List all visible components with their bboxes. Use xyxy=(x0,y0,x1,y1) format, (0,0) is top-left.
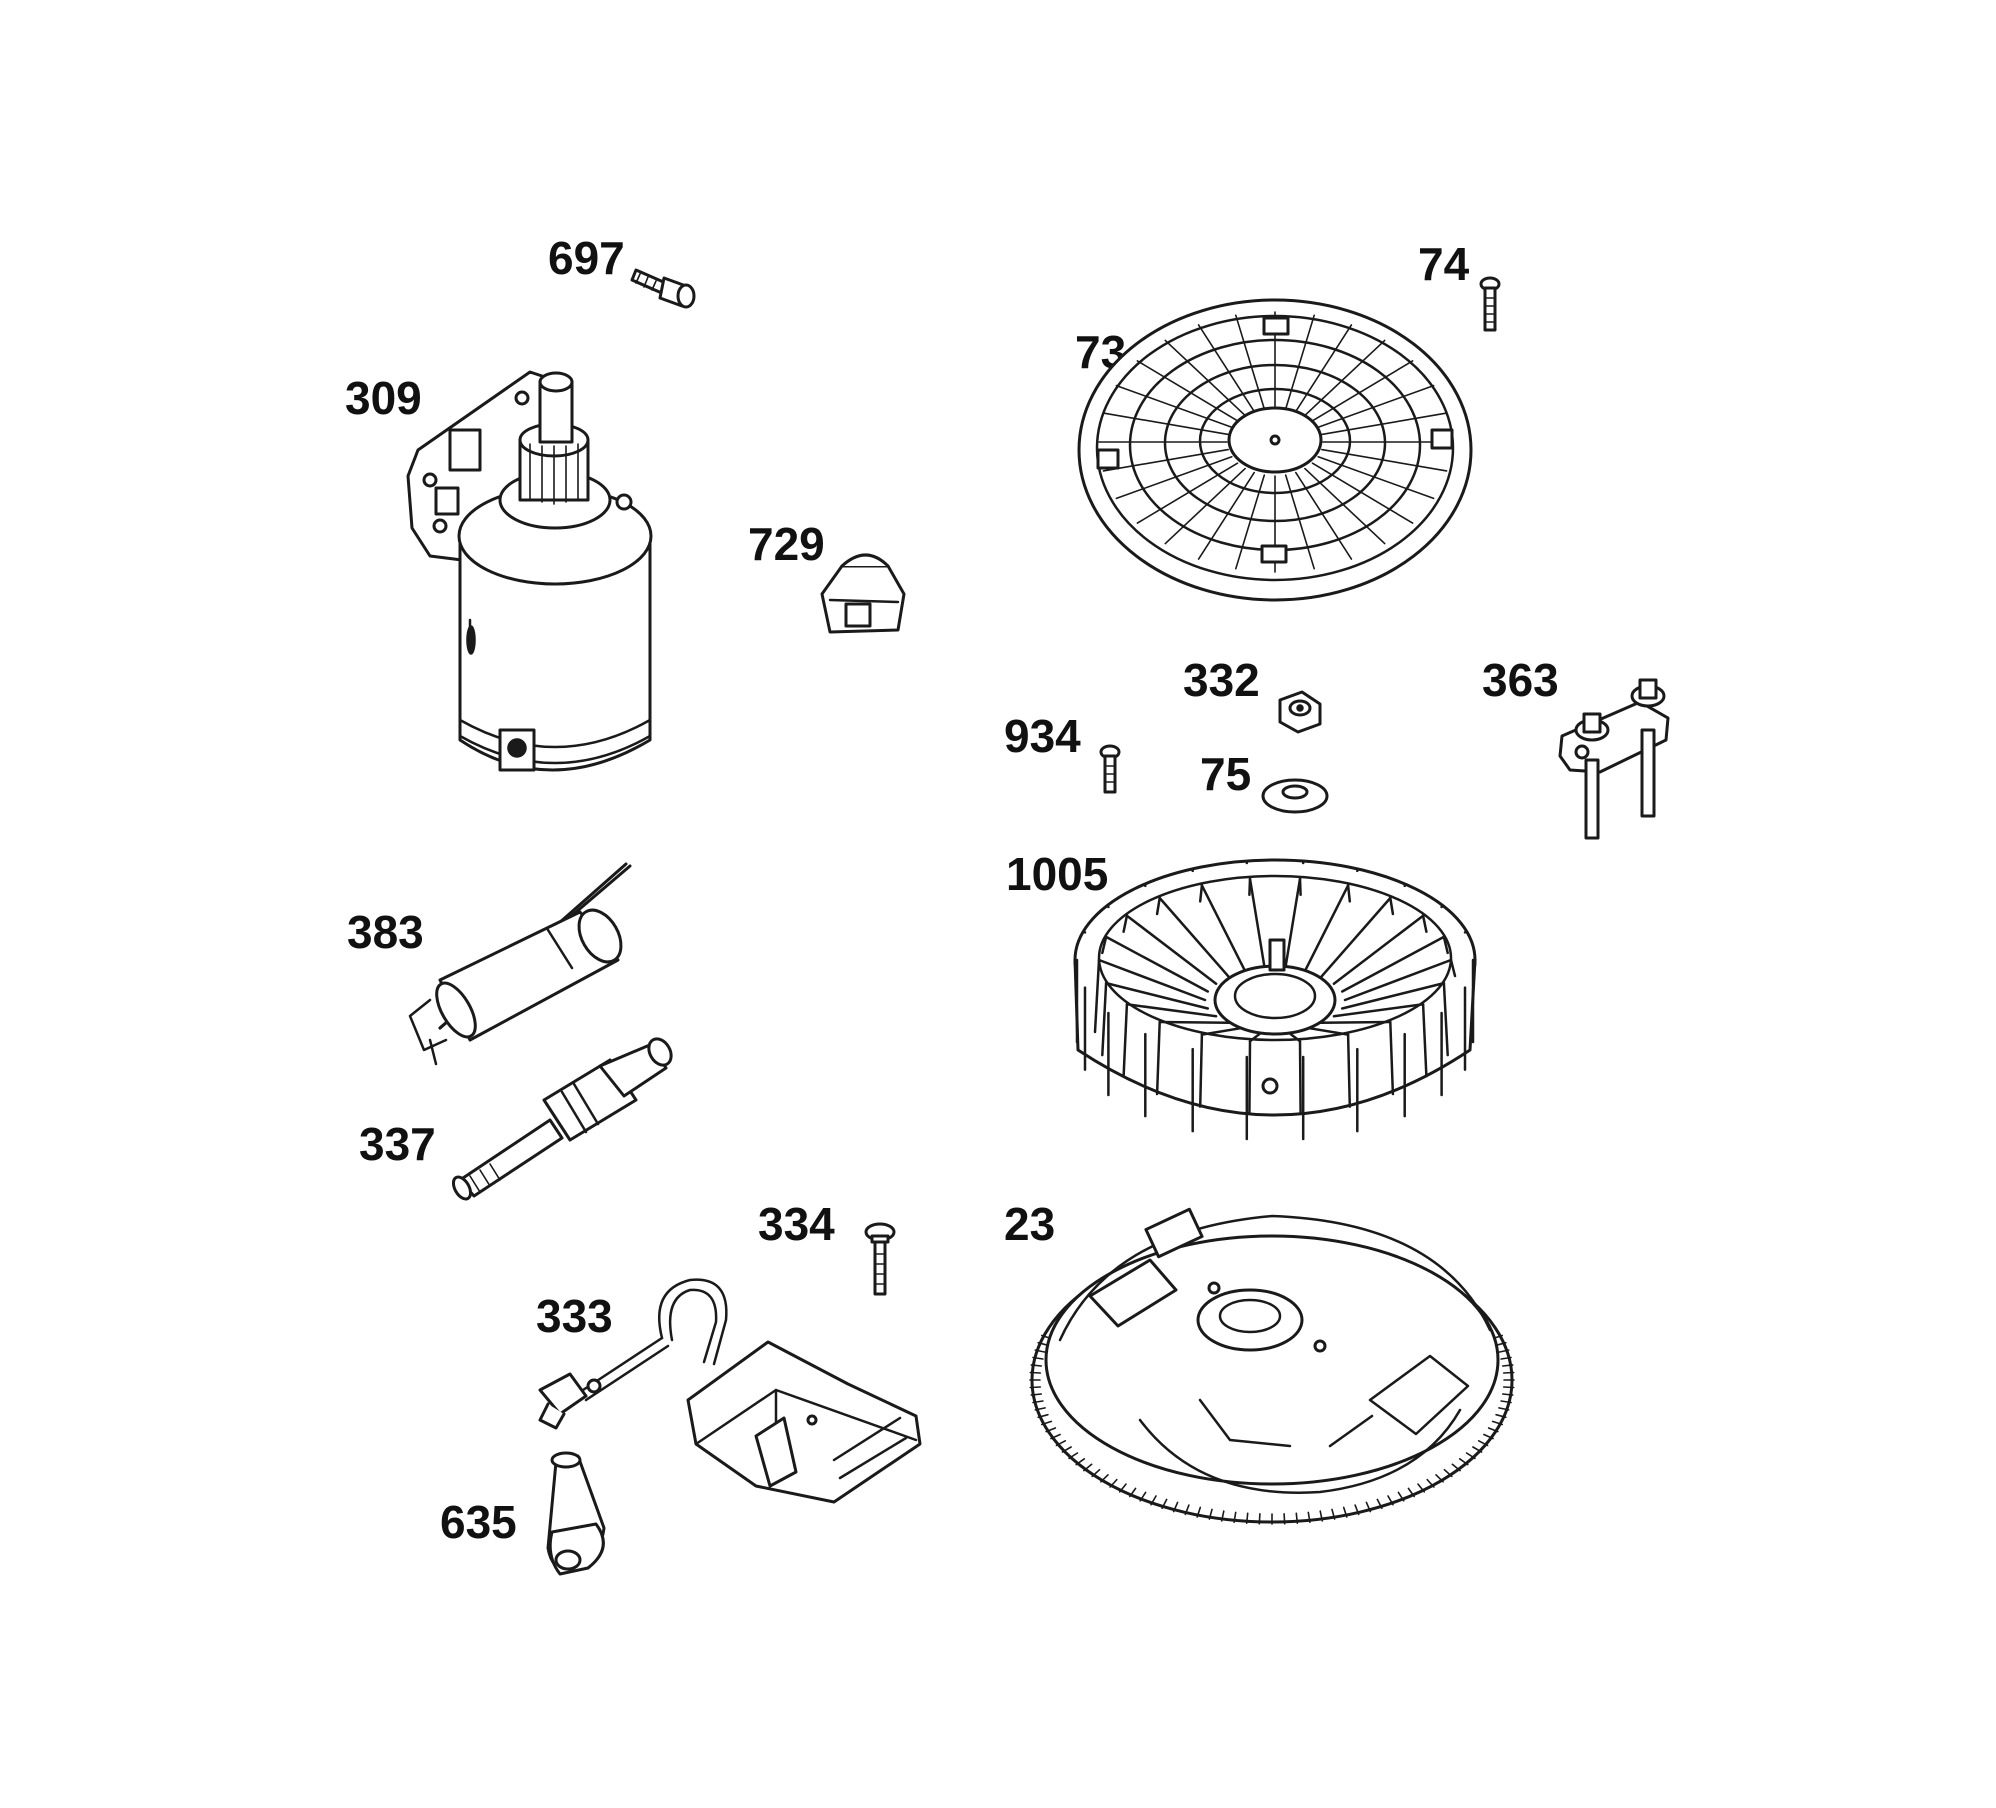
tool-383 xyxy=(408,862,632,1066)
callout-729: 729 xyxy=(748,518,825,570)
callout-934: 934 xyxy=(1004,710,1081,762)
callout-635: 635 xyxy=(440,1496,517,1548)
grille-screen-73 xyxy=(1077,298,1473,602)
callout-332: 332 xyxy=(1183,654,1260,706)
callout-697: 697 xyxy=(548,232,625,284)
flywheel-ring-gear-23 xyxy=(1029,1207,1515,1525)
pin-934 xyxy=(1099,744,1121,794)
bolt-697 xyxy=(630,268,696,309)
callout-383: 383 xyxy=(347,906,424,958)
callout-309: 309 xyxy=(345,372,422,424)
screw-334 xyxy=(864,1222,896,1296)
ignition-coil-333 xyxy=(538,1278,922,1504)
starter-motor-309 xyxy=(406,370,653,772)
spark-plug-boot-635 xyxy=(546,1451,606,1576)
bracket-with-studs-363 xyxy=(1558,678,1670,840)
spark-plug-337 xyxy=(451,1037,673,1201)
callout-74: 74 xyxy=(1418,238,1470,290)
callout-363: 363 xyxy=(1482,654,1559,706)
callout-337: 337 xyxy=(359,1118,436,1170)
callout-1005: 1005 xyxy=(1006,848,1108,900)
callout-334: 334 xyxy=(758,1198,835,1250)
solenoid-switch-729 xyxy=(820,553,906,634)
callout-75: 75 xyxy=(1200,748,1251,800)
callout-333: 333 xyxy=(536,1290,613,1342)
fan-flywheel-1005 xyxy=(1073,858,1477,1141)
hex-nut-332 xyxy=(1278,690,1322,734)
screw-74 xyxy=(1479,276,1501,332)
callout-23: 23 xyxy=(1004,1198,1055,1250)
washer-75 xyxy=(1261,778,1329,814)
